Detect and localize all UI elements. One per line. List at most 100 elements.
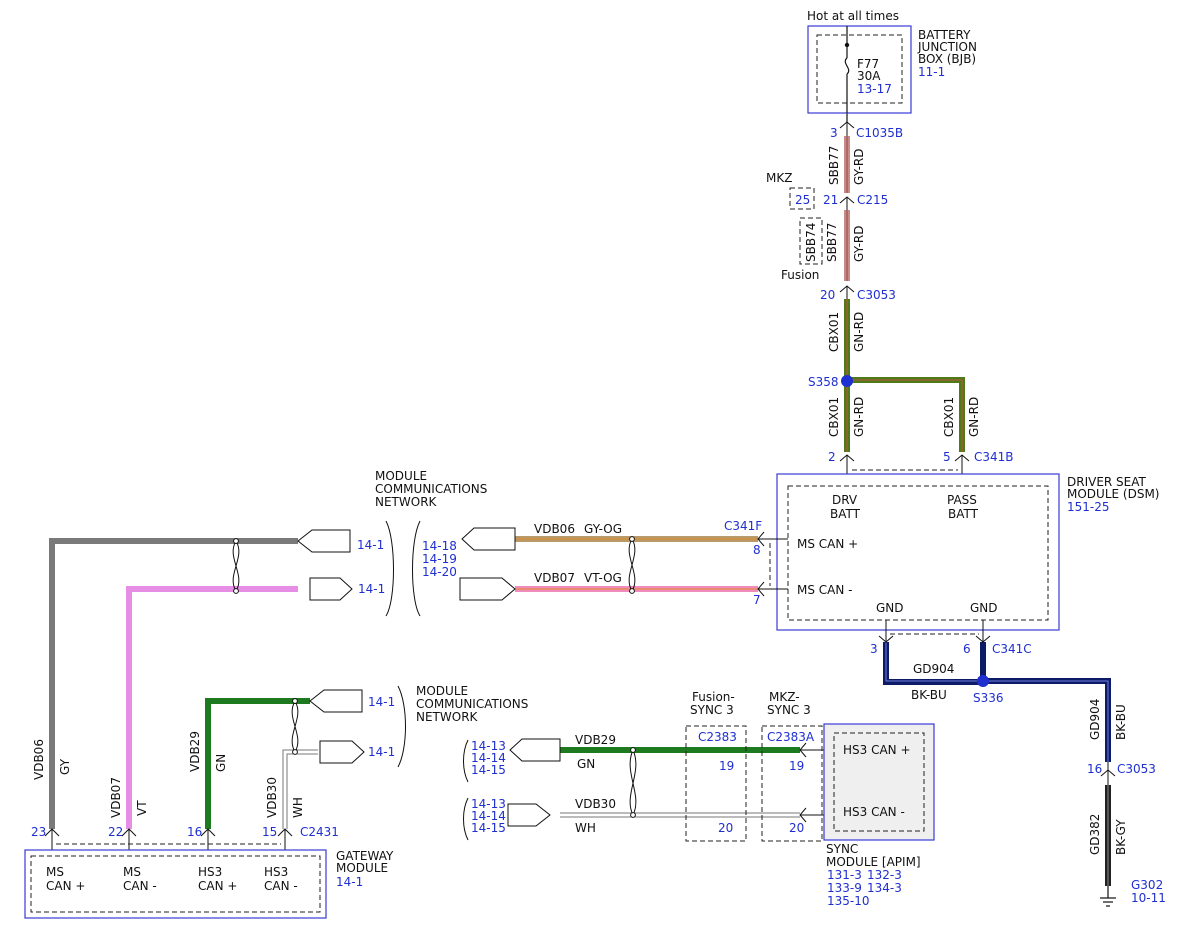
connector-right-minus-icon <box>459 577 516 601</box>
c1035b-pin: 3 <box>830 126 838 140</box>
dsm-drv-line2: BATT <box>830 507 861 521</box>
splice-s358-label: S358 <box>808 375 839 389</box>
c215-pin: 21 <box>823 193 838 207</box>
splice-s336 <box>977 675 989 687</box>
gateway-p1-label-line1: MS <box>46 865 64 879</box>
twist-sync-icon <box>629 749 637 816</box>
vdb06-dsm-circuit: VDB06 <box>534 522 575 536</box>
mcn-top-line3: NETWORK <box>375 495 438 509</box>
connector-left-plus-icon <box>297 529 351 553</box>
gateway-p2-label-line2: CAN - <box>123 879 157 893</box>
break-bracket-bottom <box>397 685 406 768</box>
connector-c3053-feed-icon <box>839 285 855 299</box>
gateway-p4-label-line2: CAN - <box>264 879 298 893</box>
connector-c3053-ground-icon <box>1100 762 1116 785</box>
dsm-pass-line1: PASS <box>947 493 977 507</box>
gateway-p4-pin: 15 <box>262 825 277 839</box>
hot-at-all-times-label: Hot at all times <box>807 9 899 23</box>
mcn-top-line2: COMMUNICATIONS <box>375 482 487 496</box>
dsm-name-line1: DRIVER SEAT <box>1067 475 1147 489</box>
connector-sync-plus-pin-icon <box>799 742 807 758</box>
c3053-feed-pin: 20 <box>820 288 835 302</box>
vdb29-sync-circuit: VDB29 <box>575 733 616 747</box>
dsm-gnd-left: GND <box>876 601 904 615</box>
sync-hs3-can-plus: HS3 CAN + <box>843 743 911 757</box>
connector-c2431-p3-icon <box>200 828 216 852</box>
wire-cbx01-pass-stripe <box>847 379 963 452</box>
mkz-sync3-line2: SYNC 3 <box>767 703 811 717</box>
cbx01-pass-color: GN-RD <box>967 397 981 437</box>
mkz-pin-box <box>789 187 815 210</box>
gd382-color: BK-GY <box>1114 819 1128 855</box>
mcn-bottom-ref-plus: 14-1 <box>368 695 395 709</box>
fuse-ref: 13-17 <box>857 82 892 96</box>
sync-module: 14-13 14-14 14-15 14-13 14-14 14-15 VDB2… <box>463 690 935 908</box>
fusion-c2383-box <box>685 725 747 842</box>
sbb77-upper-color: GY-RD <box>852 148 866 185</box>
sync-minus-ref-b: 14-14 <box>471 809 506 823</box>
gateway-p2-color: VT <box>135 800 149 816</box>
connector-c341b-pass-icon <box>954 454 970 474</box>
twist-gateway-hs3-icon <box>291 700 299 753</box>
gateway-p3-pin: 16 <box>187 825 202 839</box>
ground-symbol-icon <box>1100 897 1116 907</box>
wire-vdb07-gateway <box>126 586 298 829</box>
gateway-name-line2: MODULE <box>336 861 388 875</box>
mcn-top-left-ref-minus: 14-1 <box>358 582 385 596</box>
mkz-pin-minus: 20 <box>789 821 804 835</box>
gateway-p4-color: WH <box>291 797 305 818</box>
c341f-minus-pin: 7 <box>753 593 761 607</box>
gd382-circuit: GD382 <box>1088 814 1102 855</box>
mcn-top-line1: MODULE <box>375 469 427 483</box>
gd904-down-circuit: GD904 <box>1088 699 1102 740</box>
feed-connectors: 3 C1035B SBB77 GY-RD MKZ 25 21 C215 SBB7… <box>766 121 1014 474</box>
gd904-circuit-label: GD904 <box>913 662 954 676</box>
gateway-name-line1: GATEWAY <box>336 849 394 863</box>
c3053-feed-label: C3053 <box>857 288 896 302</box>
sync-ref-a: 131-3 <box>827 868 862 882</box>
connector-hs3-minus-icon <box>319 740 365 764</box>
mcn-top-right-ref-c: 14-20 <box>422 565 457 579</box>
bjb-inner-dashed <box>816 34 903 104</box>
connector-hs3-plus-icon <box>309 689 363 713</box>
sync-ref-e: 135-10 <box>827 894 870 908</box>
gateway-p2-circuit: VDB07 <box>109 777 123 818</box>
wires <box>49 96 1111 898</box>
wire-vdb06-gateway <box>49 538 298 829</box>
g302-label: G302 <box>1131 878 1163 892</box>
mcn-top-right-ref-b: 14-19 <box>422 552 457 566</box>
vdb30-sync-color: WH <box>575 821 596 835</box>
connector-sync-minus-icon <box>507 803 551 827</box>
sync-bracket-plus <box>463 739 469 783</box>
sbb77-lower-color: GY-RD <box>852 225 866 262</box>
dsm-ms-can-minus: MS CAN - <box>797 583 853 597</box>
sync-ref-c: 133-9 <box>827 881 862 895</box>
c1035b-label: C1035B <box>856 126 903 140</box>
gateway-p1-label-line2: CAN + <box>46 879 85 893</box>
connector-left-minus-icon <box>309 577 353 601</box>
sync-hs3-can-minus: HS3 CAN - <box>843 805 905 819</box>
mcn-bottom: 14-1 14-1 MODULE COMMUNICATIONS NETWORK <box>291 684 528 768</box>
connector-c215-icon <box>839 196 855 210</box>
connector-sync-minus-pin-icon <box>799 807 807 823</box>
sync-name-line2: MODULE [APIM] <box>826 855 921 869</box>
gd904-down-color: BK-BU <box>1114 704 1128 740</box>
splice-s358 <box>841 375 853 387</box>
c3053-ground-label: C3053 <box>1117 762 1156 776</box>
fusion-label: Fusion <box>781 268 819 282</box>
fusion-alt-circuit: SBB74 <box>804 223 818 262</box>
twist-gateway-ms-icon <box>232 540 240 592</box>
connector-right-plus-icon <box>461 527 516 551</box>
gateway-p4-circuit: VDB30 <box>265 777 279 818</box>
cbx01-feed-circuit: CBX01 <box>827 312 841 352</box>
c341f-plus-pin: 8 <box>753 543 761 557</box>
c341b-pass-pin: 5 <box>943 450 951 464</box>
gateway-p2-label-line1: MS <box>123 865 141 879</box>
battery-junction-box: Hot at all times F77 30A 13-17 BATTERY J… <box>807 9 977 114</box>
mkz-c2383a-box <box>761 725 823 842</box>
dsm-drv-line1: DRV <box>832 493 858 507</box>
connector-c341c-right-icon <box>975 620 991 643</box>
sync-outline <box>823 723 935 841</box>
dsm-ref: 151-25 <box>1067 500 1110 514</box>
